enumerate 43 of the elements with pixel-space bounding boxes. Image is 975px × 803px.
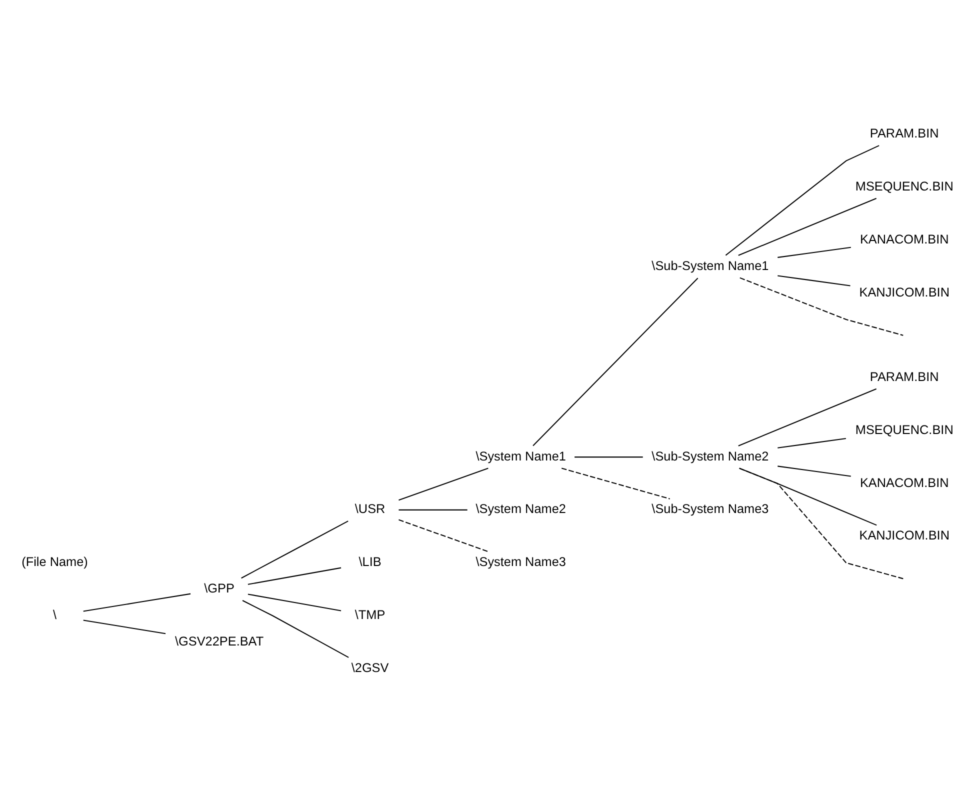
connector <box>242 600 349 658</box>
label: (File Name) <box>22 555 88 570</box>
node-text: \System Name1 <box>476 449 566 464</box>
connector <box>83 620 166 634</box>
node-text: \Sub-System Name1 <box>652 258 769 273</box>
connector <box>725 145 880 256</box>
connector <box>778 466 851 477</box>
node-text: PARAM.BIN <box>870 370 939 384</box>
node-text: \Sub-System Name3 <box>652 502 769 516</box>
connector <box>248 594 342 612</box>
connector <box>739 468 904 580</box>
connector <box>532 278 698 446</box>
node-text: KANJICOM.BIN <box>859 285 950 300</box>
node-text: \Sub-System Name2 <box>652 449 769 464</box>
node-text: \GPP <box>204 582 234 596</box>
node-text: \USR <box>354 502 386 516</box>
connector <box>398 519 488 552</box>
node-text: \TMP <box>354 608 386 622</box>
node-text: \GSV22PE.BAT <box>174 634 264 648</box>
connector <box>738 388 877 446</box>
connector <box>740 277 904 336</box>
node-text: KANACOM.BIN <box>860 232 949 246</box>
connector <box>738 198 877 256</box>
connector <box>561 468 670 500</box>
connector <box>398 509 468 510</box>
node-text: \System Name3 <box>476 555 566 570</box>
connector <box>778 246 851 258</box>
node-text: \2GSV <box>351 660 389 675</box>
node-text: MSEQUENC.BIN <box>855 422 954 437</box>
connector <box>241 520 348 579</box>
connector <box>398 468 488 501</box>
connector <box>83 593 191 612</box>
connector <box>248 567 342 585</box>
node-text: \ <box>52 608 57 622</box>
connector <box>574 456 643 458</box>
node-text: PARAM.BIN <box>870 126 939 141</box>
node-text: KANJICOM.BIN <box>859 528 950 543</box>
node-text: \System Name2 <box>476 502 566 516</box>
node-text: MSEQUENC.BIN <box>855 180 954 194</box>
connector <box>778 275 850 286</box>
connector <box>778 438 846 448</box>
node-text: \LIB <box>358 555 382 570</box>
node-text: KANACOM.BIN <box>860 476 949 490</box>
